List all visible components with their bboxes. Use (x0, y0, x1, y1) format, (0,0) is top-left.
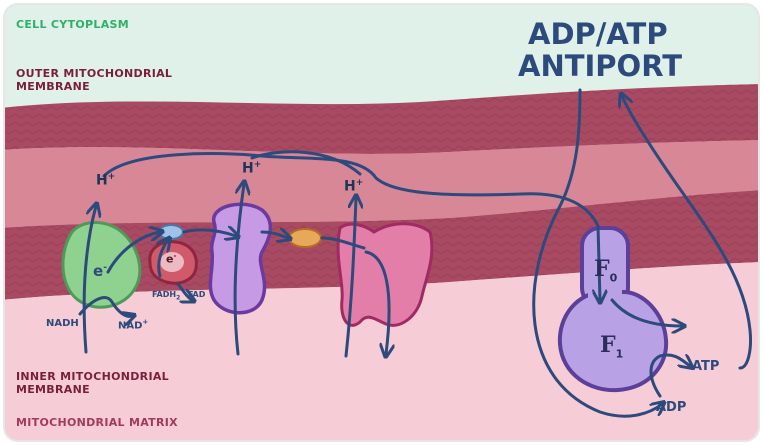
adp-in-arrow (649, 353, 690, 398)
inner-membrane-label-line1: INNER MITOCHONDRIAL (16, 370, 169, 383)
f0-label: F0 (594, 256, 618, 285)
atp-synthesis-arrow (610, 298, 682, 326)
electron-path-1 (106, 232, 160, 274)
outer-membrane-label-line2: MEMBRANE (16, 80, 90, 93)
intermembrane-space (4, 140, 759, 228)
proton-path-complex-3 (233, 184, 244, 356)
nadh-arrow (78, 296, 132, 317)
electron-path-2 (159, 240, 168, 278)
nad-plus-label: NAD+ (118, 318, 149, 332)
inner-membrane-label-line2: MEMBRANE (16, 383, 90, 396)
electron-path-3 (182, 230, 236, 236)
fadh2-label: FADH2 (152, 290, 181, 302)
title-line1: ADP/ATP (528, 17, 668, 51)
atp-synthase-f1-shape (557, 290, 669, 393)
electron-path-5 (320, 236, 366, 250)
proton-link (250, 150, 362, 176)
atp-label: ATP (692, 359, 720, 374)
proton-2: H+ (242, 160, 262, 177)
fad-label: FAD (188, 290, 206, 299)
proton-gradient-path (102, 152, 600, 300)
electron-label-1: e- (93, 262, 107, 280)
fadh2-arrow (176, 282, 192, 300)
proton-3: H+ (344, 178, 364, 195)
electron-path-4 (260, 232, 288, 238)
electron-path-6 (364, 250, 389, 354)
complex-1-shape (61, 220, 142, 309)
cytoplasm-label: CELL CYTOPLASM (16, 18, 129, 31)
adp-import-loop (532, 88, 662, 418)
electron-label-2: e- (166, 252, 177, 266)
cytochrome-c-shape (288, 228, 322, 248)
atp-export-loop (622, 96, 752, 370)
title-line2: ANTIPORT (518, 49, 683, 83)
proton-path-complex-4 (344, 198, 356, 358)
matrix-label: MITOCHONDRIAL MATRIX (16, 416, 178, 429)
ubiquinone-shape (158, 224, 184, 240)
proton-1: H+ (96, 172, 116, 189)
proton-path-complex-1 (82, 206, 96, 354)
nadh-label: NADH (46, 318, 79, 329)
adp-label: ADP (656, 400, 687, 415)
f1-label: F1 (600, 332, 624, 361)
outer-membrane-label-line1: OUTER MITOCHONDRIAL (16, 67, 173, 80)
